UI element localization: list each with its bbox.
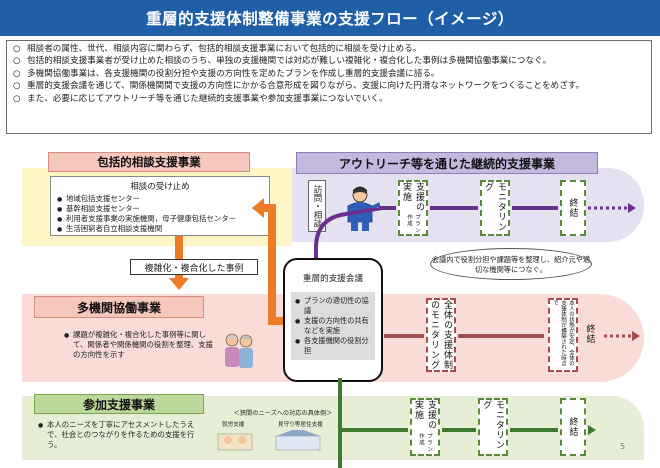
support-scene-icon bbox=[217, 430, 321, 451]
support-step-box: 支援の実施プラン作成 bbox=[398, 180, 428, 236]
outreach-header: アウトリーチ等を通じた継続的支援事業 bbox=[296, 152, 598, 174]
outreach-arrows bbox=[378, 203, 636, 213]
speech-bubble: 会議内で役割分担や課題等を整理し、紹介元や適切な機関等につなぐ。 bbox=[430, 248, 592, 280]
closure-step-box: 終結 bbox=[560, 180, 586, 236]
participation-arrows bbox=[340, 425, 596, 435]
agency-item: 生活困窮者自立相談支援機関 bbox=[57, 224, 263, 235]
meeting-item: 支援の方向性の共有などを実施 bbox=[295, 316, 371, 336]
participation-support-box: 支援の実施プラン作成 bbox=[410, 398, 440, 456]
meeting-title: 重層的支援会議 bbox=[302, 274, 364, 284]
overall-monitoring-box: 全体の支援体制のモニタリング bbox=[426, 298, 456, 372]
intro-item: また、必要に応じてアウトリーチ等を通じた継続的支援事業や参加支援事業につないでい… bbox=[13, 93, 645, 106]
comprehensive-header: 包括的相談支援事業 bbox=[48, 152, 250, 172]
intro-item: 重層的支援会議を通じて、関係機関間で支援の方向性にかかる合意形成を図りながら、支… bbox=[13, 80, 645, 93]
participation-header: 参加支援事業 bbox=[34, 394, 204, 414]
multi-agency-arrows bbox=[384, 331, 640, 341]
monitoring-step-box: モニタリング bbox=[480, 180, 510, 236]
multi-closure-box: 終結 bbox=[584, 324, 595, 344]
page-title: 重層的支援体制整備事業の支援フロー（イメージ） bbox=[0, 0, 660, 36]
meeting-item: 各支援機関の役割分担 bbox=[295, 336, 371, 356]
comprehensive-box: 相談の受け止め 地域包括支援センター 基幹相談支援センター 利用者支援事業の実施… bbox=[50, 176, 270, 236]
meeting-to-outreach-line bbox=[314, 208, 383, 286]
visit-consult-box: 訪問・相談 bbox=[308, 180, 326, 232]
participation-item: 本人のニーズを丁寧にアセスメントしたうえで、社会とのつながりを作るための支援を行… bbox=[38, 420, 198, 450]
multi-agency-header: 多機関協働事業 bbox=[34, 296, 204, 318]
housing-support-label: 見守り等居住支援 bbox=[278, 422, 323, 428]
comprehensive-subtitle: 相談の受け止め bbox=[130, 182, 190, 192]
return-arrow bbox=[252, 198, 292, 325]
participation-text: 本人のニーズを丁寧にアセスメントしたうえで、社会とのつながりを作るための支援を行… bbox=[38, 420, 198, 450]
agency-item: 利用者支援事業の実施機関，母子健康包括センター bbox=[57, 214, 263, 225]
elderly-couple-icon bbox=[225, 333, 253, 368]
page-number: 5 bbox=[620, 442, 626, 451]
agency-item: 地域包括支援センター bbox=[57, 194, 263, 205]
participation-line bbox=[338, 378, 342, 468]
intro-item: 包括的相談支援事業者が受け止めた相談のうち、単独の支援機関では対応が難しい複雑化… bbox=[13, 55, 645, 68]
down-arrowhead bbox=[169, 278, 189, 290]
employment-support-label: 就労支援 bbox=[222, 422, 245, 428]
example-title: ＜狭間のニーズへの対応の具体例＞ bbox=[233, 410, 333, 417]
intro-box: 相談者の属性、世代、相談内容に関わらず、包括的相談支援事業において包括的に相談を… bbox=[6, 40, 652, 134]
participation-closure-box: 終結 bbox=[560, 398, 586, 456]
complex-case-label: 複雑化・複合化した事例 bbox=[130, 259, 258, 275]
meeting-item: プランの適切性の協議 bbox=[295, 296, 371, 316]
down-arrow-shaft bbox=[175, 236, 183, 280]
participation-monitoring-box: モニタリング bbox=[478, 398, 508, 456]
agency-item: 基幹相談支援センター bbox=[57, 204, 263, 215]
multi-agency-item: 課題が複雑化・複合化した事例等に関して、関係者や関係機関の役割を整理、支援の方向… bbox=[64, 330, 218, 360]
intro-item: 多機関協働事業は、各支援機関の役割分担や支援の方向性を定めたプランを作成し重層的… bbox=[13, 68, 645, 81]
stable-condition-box: 本人の状態が安定、全体の支援体制が構築された時点で bbox=[548, 298, 578, 372]
support-meeting-box: 重層的支援会議 プランの適切性の協議 支援の方向性の共有などを実施 各支援機関の… bbox=[283, 258, 383, 382]
intro-item: 相談者の属性、世代、相談内容に関わらず、包括的相談支援事業において包括的に相談を… bbox=[13, 43, 645, 56]
multi-agency-text: 課題が複雑化・複合化した事例等に関して、関係者や関係機関の役割を整理、支援の方向… bbox=[64, 330, 218, 360]
